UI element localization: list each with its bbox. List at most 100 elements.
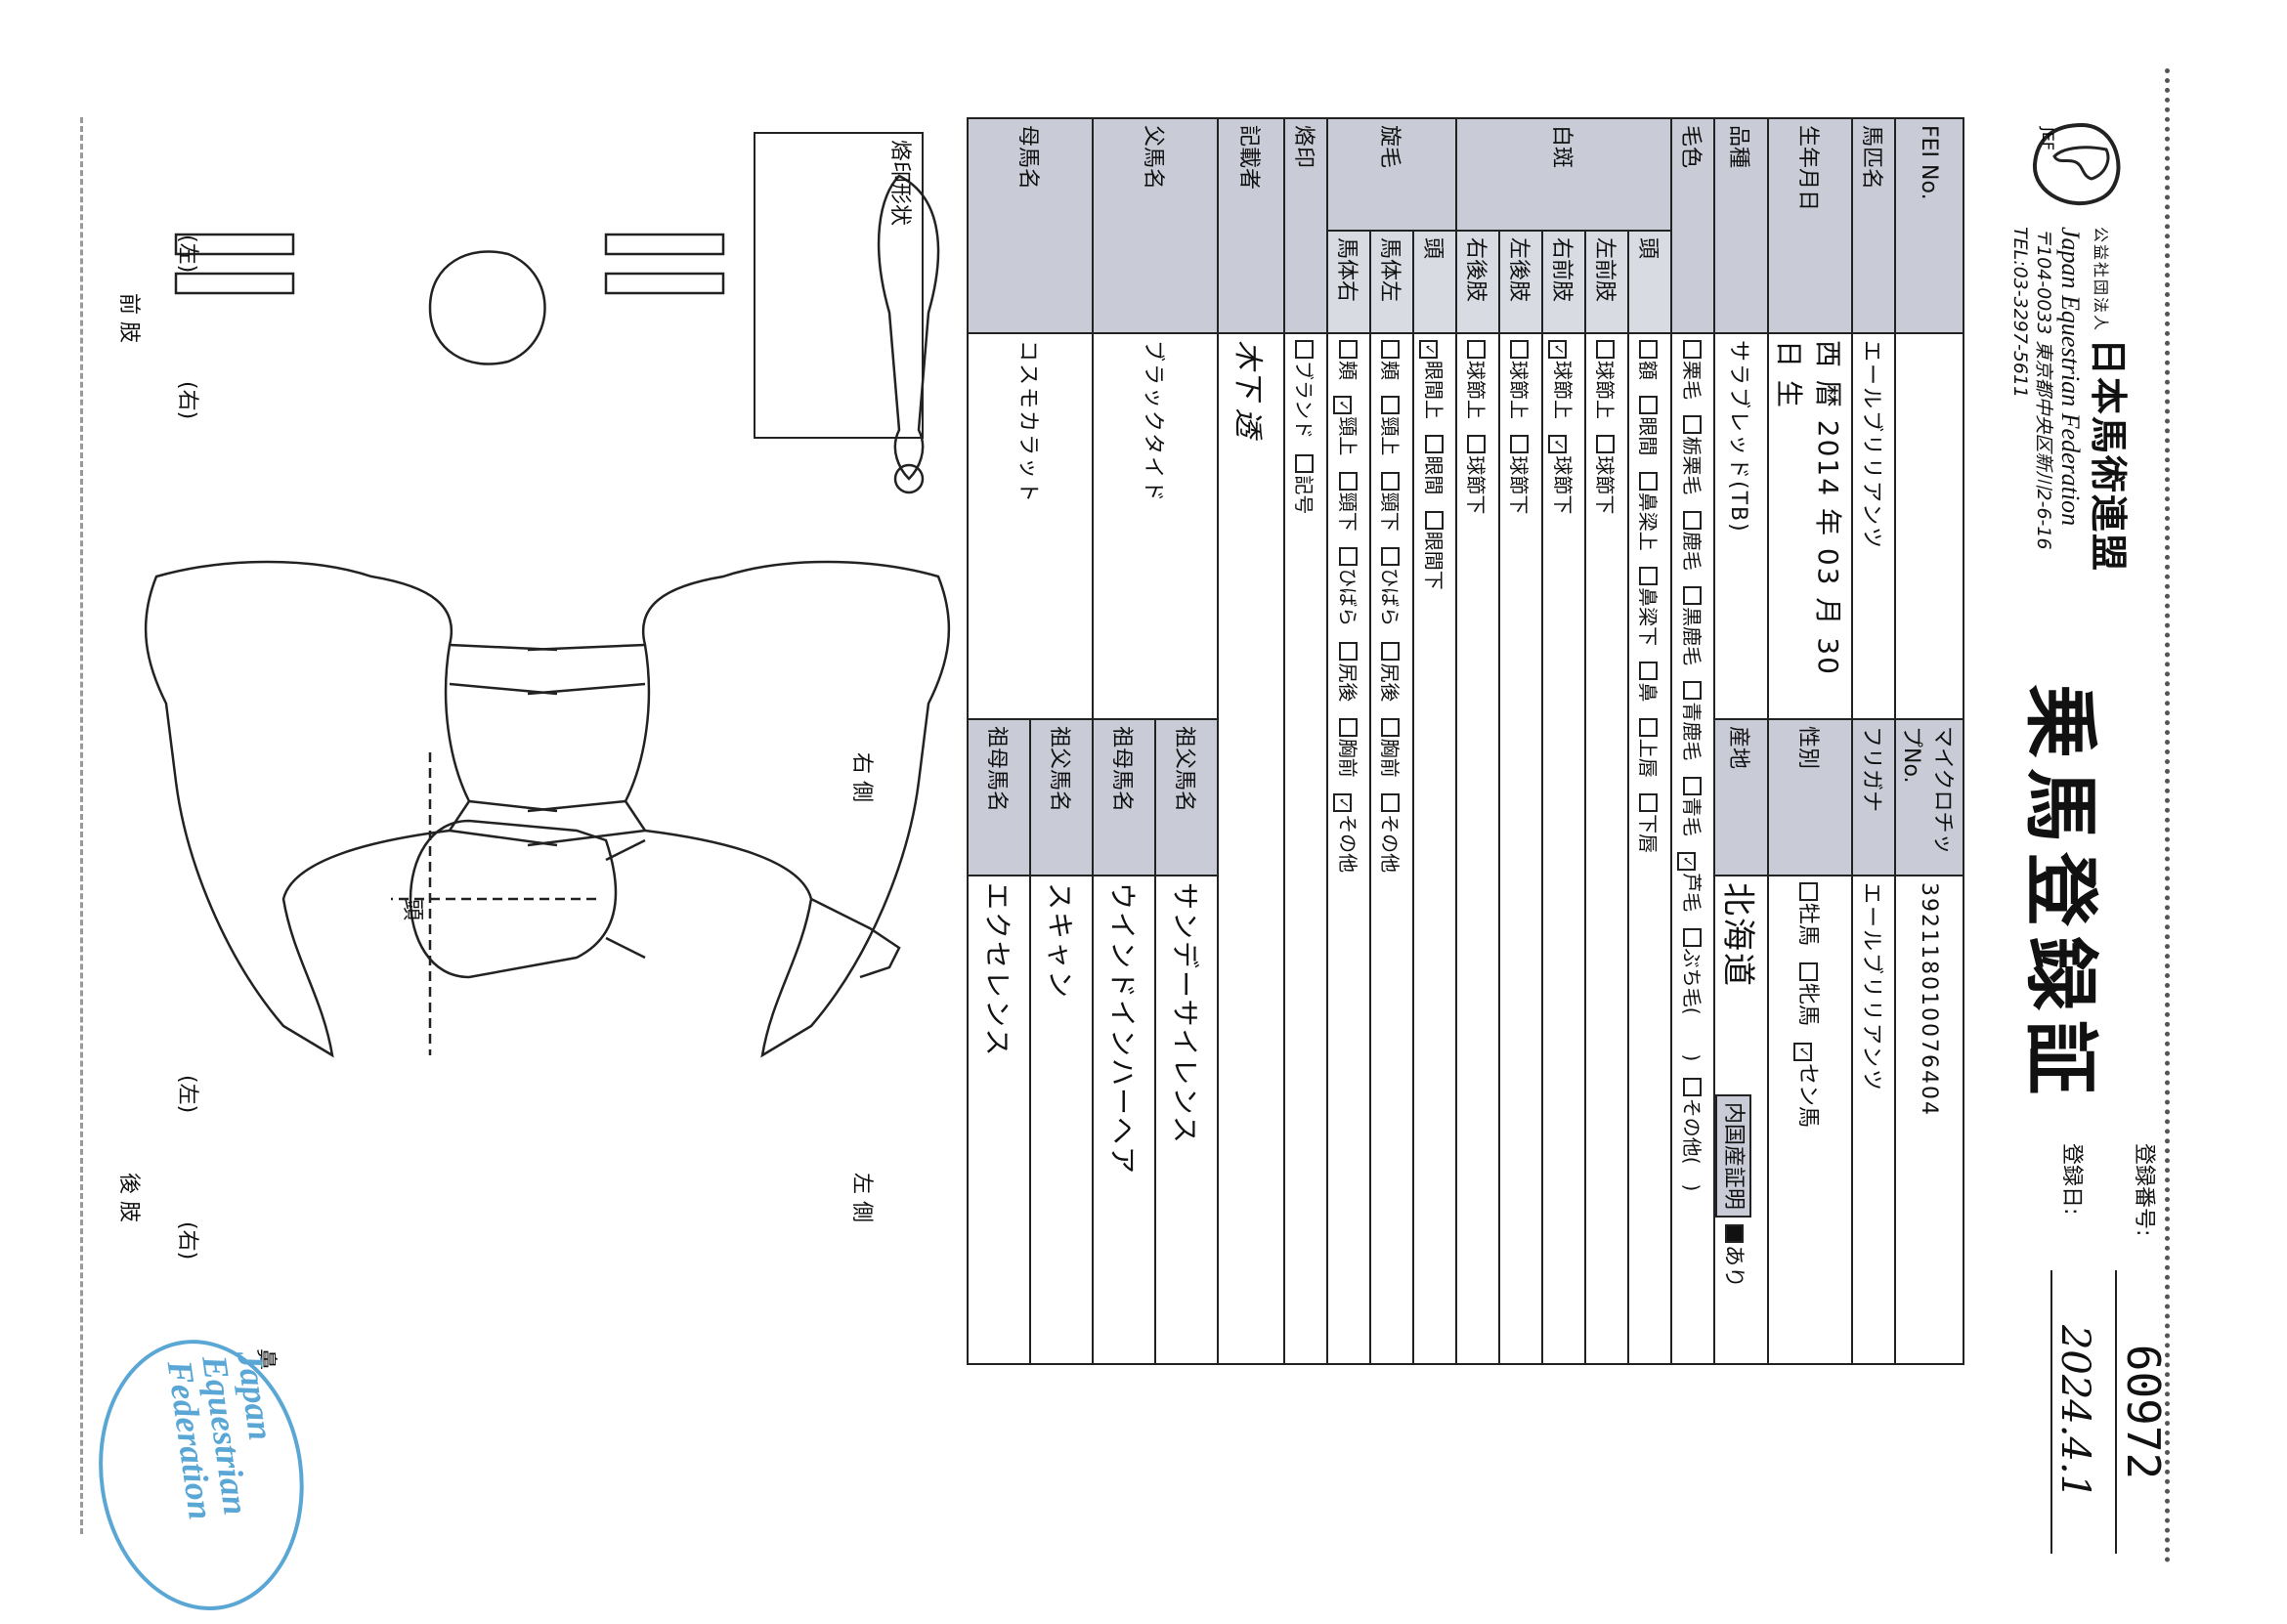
checkbox-mare[interactable] [1799, 962, 1819, 982]
brand-shape-box: 烙印形状 [754, 132, 924, 439]
dob-label: 生年月日 [1768, 118, 1852, 333]
logo-text: JEF [2039, 126, 2057, 150]
checkbox-coat-other[interactable] [1683, 1077, 1703, 1096]
horse-head-front-icon [391, 752, 646, 1055]
document-title: 乗馬登録証 [2017, 684, 2104, 1104]
checkbox-rh-above[interactable] [1467, 340, 1487, 359]
head-label: 頭 [400, 899, 424, 921]
breed-label: 品種 [1714, 118, 1768, 333]
jef-logo-icon: JEF [2032, 122, 2121, 205]
horse-left-side-icon [144, 560, 558, 1058]
checkbox-wr-rump[interactable] [1339, 642, 1359, 662]
checkbox-white-between-eyes[interactable] [1639, 396, 1659, 415]
dam-sire-value: スキャン [1030, 876, 1093, 1364]
checkbox-wl-flank[interactable] [1381, 547, 1401, 567]
checkbox-domestic[interactable] [1725, 1224, 1744, 1244]
horse-marking-diagram [144, 174, 951, 1058]
reg-number-label: 登録番号: [2132, 1143, 2156, 1237]
reg-number-value: 60972 [2115, 1270, 2170, 1554]
checkbox-coat-grey[interactable] [1677, 852, 1697, 872]
checkbox-wr-chest[interactable] [1339, 717, 1359, 737]
white-head-row: 額 眼間 鼻梁上 鼻梁下 鼻 上唇 下唇 [1628, 333, 1671, 1364]
sire-sire-value: サンデーサイレンス [1155, 876, 1218, 1364]
sire-sire-label: 祖父馬名 [1155, 719, 1218, 876]
checkbox-lh-below[interactable] [1510, 435, 1530, 454]
white-left-hind-row: 球節上 球節下 [1499, 333, 1542, 1364]
checkbox-white-forehead[interactable] [1639, 340, 1659, 359]
fore-right-label: (右) [175, 381, 199, 420]
origin-value: 北海道 [1718, 882, 1757, 988]
brand-shape-label: 烙印形状 [887, 140, 912, 227]
horse-right-side-icon [527, 560, 951, 1058]
furigana-label: フリガナ [1852, 719, 1895, 876]
checkbox-wl-neck-lower[interactable] [1381, 471, 1401, 491]
sire-label: 父馬名 [1093, 118, 1218, 333]
origin-label: 産地 [1714, 719, 1768, 876]
org-name-en: Japan Equestrian Federation [2056, 227, 2085, 527]
sex-options: 牡馬 牝馬 セン馬 [1768, 876, 1852, 1364]
limb-icons [174, 233, 725, 295]
org-name-jp: 日本馬術連盟 [2087, 338, 2130, 574]
checkbox-rf-below[interactable] [1548, 435, 1568, 454]
checkbox-white-nose[interactable] [1639, 662, 1659, 681]
recorder-label: 記載者 [1218, 118, 1284, 333]
checkbox-wr-cheek[interactable] [1339, 340, 1359, 359]
checkbox-coat-bay[interactable] [1683, 510, 1703, 530]
checkbox-whorl-eyes[interactable] [1425, 435, 1445, 454]
domestic-value: あり [1721, 1245, 1746, 1289]
right-side-label: 右 側 [849, 752, 874, 802]
checkbox-wl-rump[interactable] [1381, 642, 1401, 662]
checkbox-white-lower-lip[interactable] [1639, 793, 1659, 813]
checkbox-wl-cheek[interactable] [1381, 340, 1401, 359]
checkbox-white-upper-bridge[interactable] [1639, 471, 1659, 491]
checkbox-wr-flank[interactable] [1339, 547, 1359, 567]
checkbox-wr-neck-lower[interactable] [1339, 471, 1359, 491]
horse-info-table: FEI No. マイクロチップNo. 392118010076404 馬匹名 エ… [967, 117, 1964, 1365]
registration-block: 登録番号: 60972 登録日: 2024.4.1 [2025, 1143, 2170, 1573]
reg-date-label: 登録日: [2059, 1143, 2084, 1216]
org-address: 〒104-0033 東京都中央区新川2-6-16 [2033, 227, 2054, 550]
coat-options: 栗毛 栃栗毛 鹿毛 黒鹿毛 青鹿毛 青毛 芦毛 ぶち毛( ) その他( ) [1671, 333, 1714, 1364]
checkbox-rf-above[interactable] [1548, 340, 1568, 359]
checkbox-lh-above[interactable] [1510, 340, 1530, 359]
checkbox-coat-dark-bay[interactable] [1683, 586, 1703, 606]
dam-sire-label: 祖父馬名 [1030, 719, 1093, 876]
checkbox-brand[interactable] [1295, 340, 1315, 359]
checkbox-coat-dark-chestnut[interactable] [1683, 415, 1703, 435]
checkbox-wl-chest[interactable] [1381, 717, 1401, 737]
checkbox-coat-chestnut[interactable] [1683, 340, 1703, 359]
checkbox-lf-above[interactable] [1596, 340, 1616, 359]
checkbox-wl-neck-upper[interactable] [1381, 396, 1401, 415]
domestic-label: 内国産証明 [1715, 1094, 1751, 1218]
checkbox-coat-black[interactable] [1683, 776, 1703, 795]
checkbox-coat-pinto[interactable] [1683, 927, 1703, 947]
checkbox-white-lower-bridge[interactable] [1639, 567, 1659, 586]
checkbox-wr-neck-upper[interactable] [1333, 396, 1353, 415]
whorl-left-row: 頬 頸上 頸下 ひばら 尻後 胸前 その他 [1370, 333, 1413, 1364]
white-marks-label: 白斑 [1456, 118, 1671, 231]
dob-value: 西 暦 2014 年 03 月 30 日 生 [1768, 333, 1852, 719]
sire-value: ブラックタイド [1093, 333, 1218, 719]
reg-date-value: 2024.4.1 [2050, 1270, 2097, 1554]
checkbox-whorl-below-eyes[interactable] [1425, 510, 1445, 530]
whorl-head-row: 眼間上 眼間 眼間下 [1413, 333, 1456, 1364]
checkbox-wl-other[interactable] [1381, 793, 1401, 813]
coat-label: 毛色 [1671, 118, 1714, 333]
brand-label: 烙印 [1284, 118, 1327, 333]
microchip-value: 392118010076404 [1895, 876, 1963, 1364]
checkbox-stallion[interactable] [1799, 882, 1819, 901]
checkbox-gelding[interactable] [1793, 1043, 1813, 1062]
organization-block: 公益社団法人日本馬術連盟 Japan Equestrian Federation… [2008, 227, 2138, 686]
white-right-fore-row: 球節上 球節下 [1542, 333, 1585, 1364]
checkbox-symbol[interactable] [1295, 454, 1315, 474]
checkbox-rh-below[interactable] [1467, 435, 1487, 454]
sire-dam-value: ウインドインハーヘア [1093, 876, 1155, 1364]
checkbox-wr-other[interactable] [1333, 793, 1353, 813]
fei-label: FEI No. [1895, 118, 1963, 333]
checkbox-whorl-above-eyes[interactable] [1419, 340, 1439, 359]
checkbox-white-upper-lip[interactable] [1639, 717, 1659, 737]
horse-nose-icon [428, 250, 546, 365]
checkbox-coat-brown[interactable] [1683, 681, 1703, 701]
checkbox-lf-below[interactable] [1596, 435, 1616, 454]
horse-top-view-icon [877, 174, 940, 494]
